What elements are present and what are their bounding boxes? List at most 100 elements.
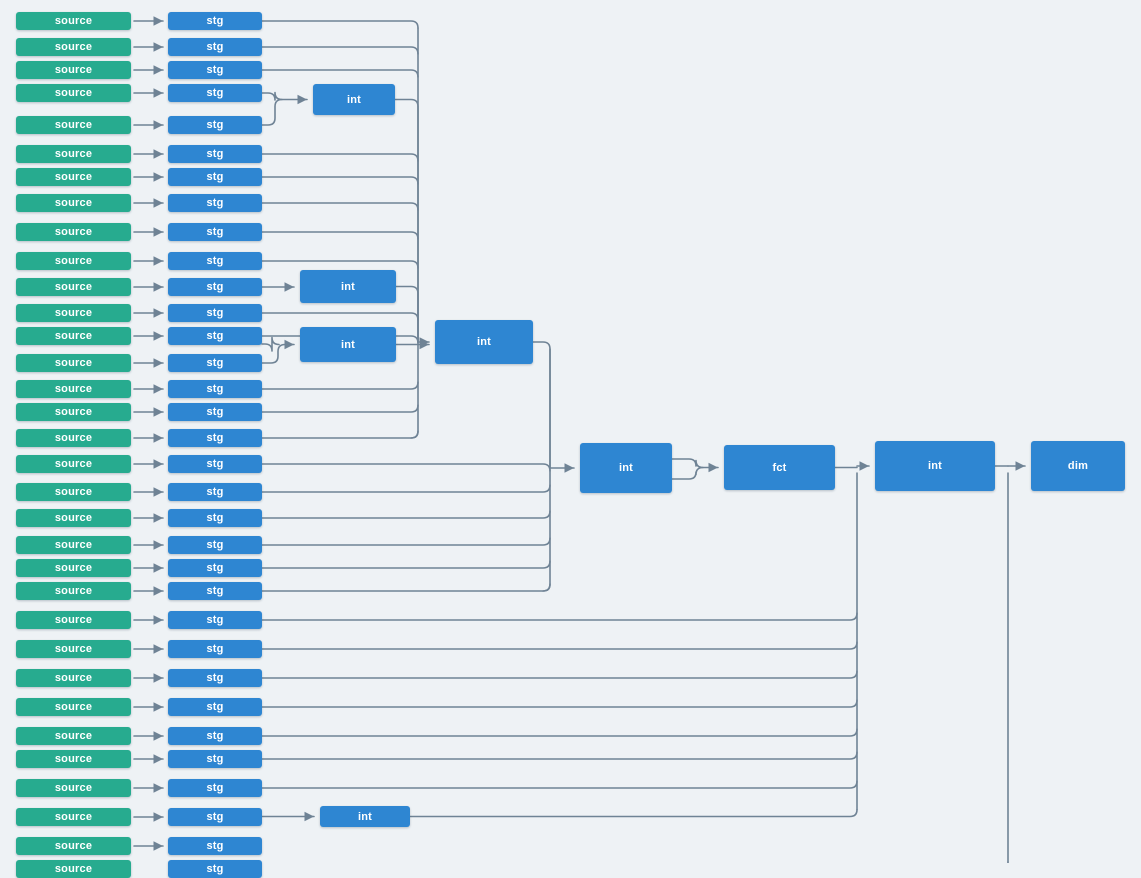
stg-node[interactable]: stg	[168, 116, 262, 134]
fct-node[interactable]: fct	[724, 445, 835, 490]
stg-node[interactable]: stg	[168, 252, 262, 270]
source-node[interactable]: source	[16, 837, 131, 855]
edge-stg-to-int-c	[261, 339, 295, 364]
stg-node[interactable]: stg	[168, 698, 262, 716]
stg-node[interactable]: stg	[168, 483, 262, 501]
source-node[interactable]: source	[16, 611, 131, 629]
int-node[interactable]: int	[875, 441, 995, 491]
source-node[interactable]: source	[16, 429, 131, 447]
int-node[interactable]: int	[320, 806, 410, 827]
int-node[interactable]: int	[435, 320, 533, 364]
bus-1-trunk	[410, 27, 419, 439]
source-node[interactable]: source	[16, 327, 131, 345]
edge-stg-to-bus1	[261, 430, 419, 439]
stg-node[interactable]: stg	[168, 61, 262, 79]
edge-stg-to-bus1	[261, 404, 419, 413]
source-node[interactable]: source	[16, 669, 131, 687]
edge-int-d-to-bus2	[532, 341, 551, 469]
stg-node[interactable]: stg	[168, 38, 262, 56]
edge-stg-to-bus3	[261, 780, 858, 789]
stg-node[interactable]: stg	[168, 509, 262, 527]
source-node[interactable]: source	[16, 750, 131, 768]
edge-stg-to-bus3	[261, 641, 858, 650]
stg-node[interactable]: stg	[168, 223, 262, 241]
source-node[interactable]: source	[16, 116, 131, 134]
stg-node[interactable]: stg	[168, 145, 262, 163]
stg-node[interactable]: stg	[168, 429, 262, 447]
stg-node[interactable]: stg	[168, 304, 262, 322]
int-node[interactable]: int	[300, 270, 396, 303]
stg-node[interactable]: stg	[168, 12, 262, 30]
source-node[interactable]: source	[16, 509, 131, 527]
edge-stg-to-bus2	[261, 510, 551, 519]
edge-stg-to-bus1	[261, 312, 419, 321]
stg-node[interactable]: stg	[168, 750, 262, 768]
source-node[interactable]: source	[16, 354, 131, 372]
edge-stg-to-bus2	[261, 537, 551, 546]
source-node[interactable]: source	[16, 61, 131, 79]
stg-node[interactable]: stg	[168, 327, 262, 345]
stg-node[interactable]: stg	[168, 84, 262, 102]
edge-stg-to-bus2	[261, 583, 551, 592]
source-node[interactable]: source	[16, 808, 131, 826]
edge-stg-to-bus1	[261, 153, 419, 162]
edge-stg-to-bus1	[261, 69, 419, 78]
source-node[interactable]: source	[16, 38, 131, 56]
edge-stg-to-bus3	[261, 670, 858, 679]
stg-node[interactable]: stg	[168, 669, 262, 687]
source-node[interactable]: source	[16, 779, 131, 797]
stg-node[interactable]: stg	[168, 536, 262, 554]
stg-node[interactable]: stg	[168, 354, 262, 372]
edge-stg-to-bus1	[261, 202, 419, 211]
stg-node[interactable]: stg	[168, 640, 262, 658]
int-node[interactable]: int	[300, 327, 396, 362]
source-node[interactable]: source	[16, 304, 131, 322]
source-node[interactable]: source	[16, 536, 131, 554]
edge-stg-to-bus2	[261, 463, 551, 472]
source-node[interactable]: source	[16, 84, 131, 102]
source-node[interactable]: source	[16, 455, 131, 473]
stg-node[interactable]: stg	[168, 403, 262, 421]
edge-int-g-to-bus3	[409, 808, 858, 818]
source-node[interactable]: source	[16, 483, 131, 501]
dim-node[interactable]: dim	[1031, 441, 1125, 491]
source-node[interactable]: source	[16, 168, 131, 186]
source-node[interactable]: source	[16, 145, 131, 163]
source-node[interactable]: source	[16, 640, 131, 658]
source-node[interactable]: source	[16, 223, 131, 241]
stg-node[interactable]: stg	[168, 611, 262, 629]
stg-node[interactable]: stg	[168, 455, 262, 473]
edge-stg-to-int-a	[261, 98, 283, 126]
edge-stg-to-int-a	[261, 91, 308, 105]
edge-stg-to-bus3	[261, 728, 858, 737]
edge-stg-to-bus3	[261, 699, 858, 708]
edge-int-e-to-fct	[671, 466, 704, 480]
stg-node[interactable]: stg	[168, 278, 262, 296]
source-node[interactable]: source	[16, 403, 131, 421]
source-node[interactable]: source	[16, 278, 131, 296]
source-node[interactable]: source	[16, 194, 131, 212]
source-node[interactable]: source	[16, 582, 131, 600]
stg-node[interactable]: stg	[168, 808, 262, 826]
stg-node[interactable]: stg	[168, 727, 262, 745]
source-node[interactable]: source	[16, 727, 131, 745]
source-node[interactable]: source	[16, 559, 131, 577]
source-node[interactable]: source	[16, 698, 131, 716]
stg-node[interactable]: stg	[168, 168, 262, 186]
stg-node[interactable]: stg	[168, 380, 262, 398]
edge-stg-to-bus1	[261, 381, 419, 390]
stg-node[interactable]: stg	[168, 837, 262, 855]
int-node[interactable]: int	[580, 443, 672, 493]
stg-node[interactable]: stg	[168, 194, 262, 212]
stg-node[interactable]: stg	[168, 582, 262, 600]
source-node[interactable]: source	[16, 380, 131, 398]
source-node[interactable]: source	[16, 12, 131, 30]
edge-stg-to-bus1	[261, 46, 419, 55]
stg-node[interactable]: stg	[168, 559, 262, 577]
stg-node[interactable]: stg	[168, 779, 262, 797]
edge-stg-to-bus3	[261, 612, 858, 621]
int-node[interactable]: int	[313, 84, 395, 115]
source-node[interactable]: source	[16, 252, 131, 270]
